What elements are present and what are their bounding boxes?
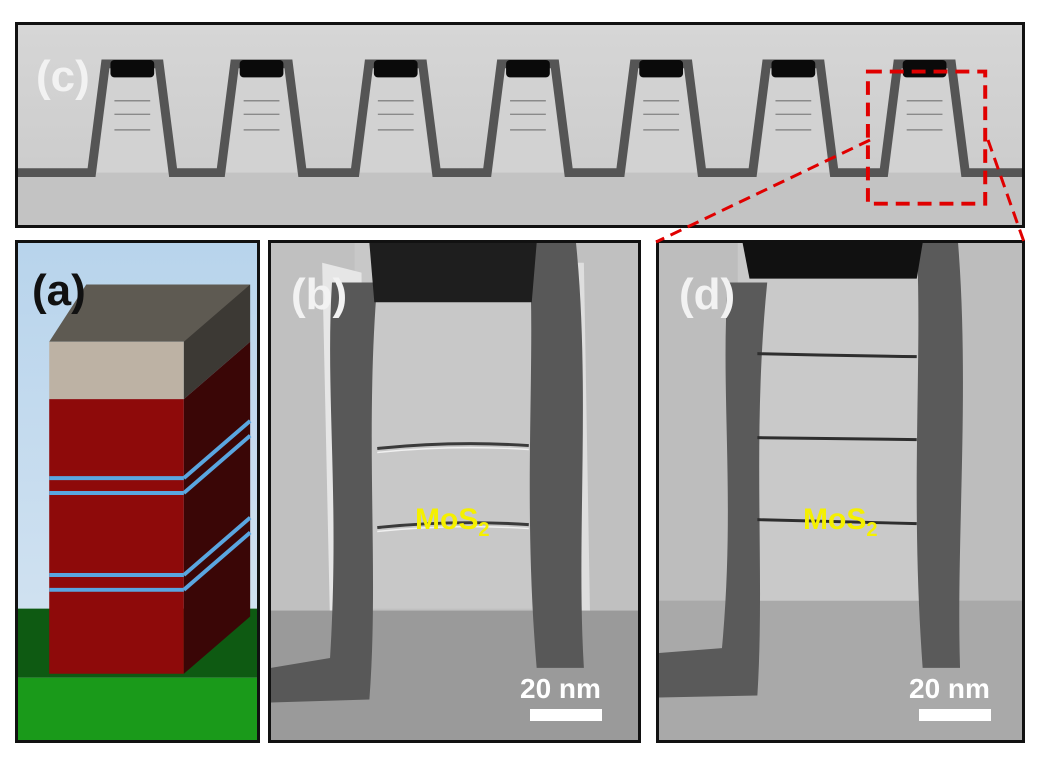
fin-body (96, 71, 169, 173)
fin-metal-cap (506, 59, 550, 78)
fin-metal-cap (110, 59, 155, 78)
fin-metal-cap (902, 59, 947, 78)
panel-d-label: (d) (679, 270, 736, 319)
scale-bar-d (919, 709, 991, 721)
fin-metal-cap (239, 59, 284, 78)
tem-image-b (271, 243, 638, 740)
fin-metal-cap (639, 59, 684, 78)
tem-image-d (659, 243, 1022, 740)
scale-bar-label-b: 20 nm (520, 673, 601, 704)
fin-body (225, 71, 298, 173)
fin-body (888, 71, 961, 173)
panel-a-label: (a) (32, 266, 86, 315)
device-schematic (18, 243, 257, 740)
panel-d-tem-zoom: (d) MoS2 20 nm (656, 240, 1025, 743)
mos2-label-d: MoS2 (803, 503, 878, 541)
fin-body (359, 71, 432, 173)
zoom-highlight-box (865, 69, 988, 206)
fin-metal-cap (373, 59, 418, 78)
panel-c-overview: (c) (15, 22, 1025, 228)
scale-bar-label-d: 20 nm (909, 673, 990, 704)
scale-bar-b (530, 709, 602, 721)
fin-body (492, 71, 564, 173)
overview-tem-image (18, 25, 1022, 225)
mos2-label-b: MoS2 (415, 503, 490, 541)
fin-metal-cap (771, 59, 816, 78)
panel-b-tem: (b) MoS2 20 nm (268, 240, 641, 743)
panel-c-label: (c) (36, 52, 90, 101)
panel-a-schematic: (a) (15, 240, 260, 743)
panel-b-label: (b) (291, 270, 348, 319)
